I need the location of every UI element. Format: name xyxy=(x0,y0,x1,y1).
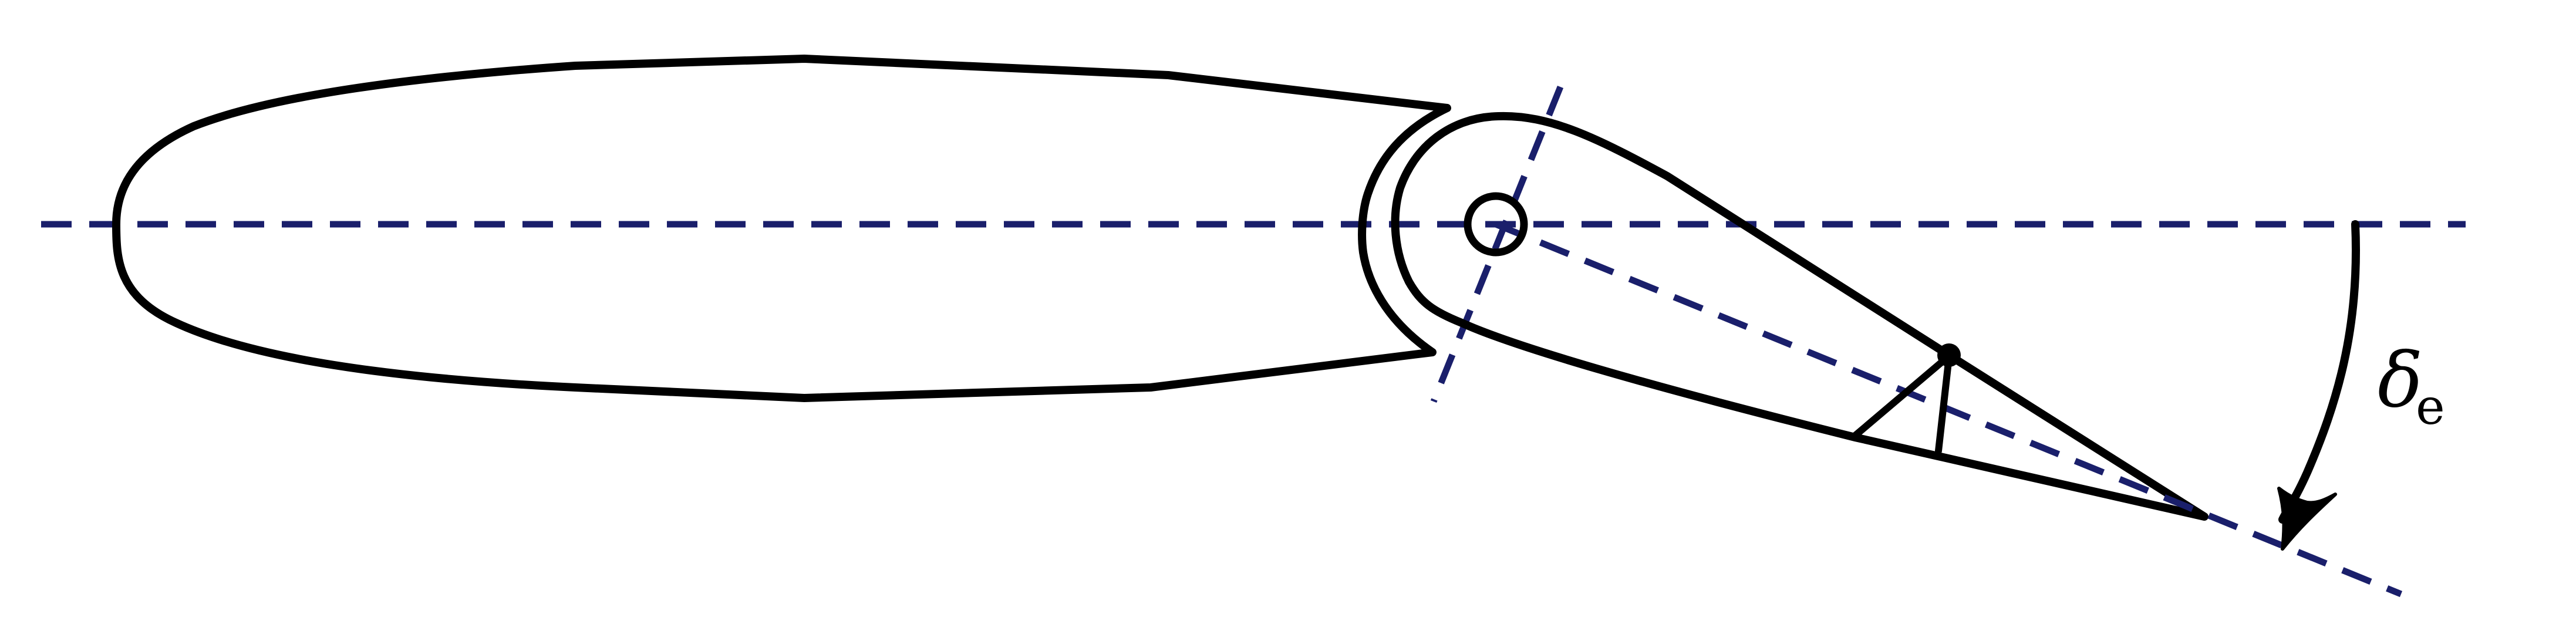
elevator-outline xyxy=(1391,112,2209,521)
deflection-symbol: δ xyxy=(2378,337,2423,424)
horn-pivot-dot xyxy=(1937,343,1961,367)
hinge-axis-line xyxy=(1430,85,1564,403)
elevator-chord-line xyxy=(1494,221,2403,598)
deflection-subscript: e xyxy=(2416,378,2445,436)
deflection-label: δ xyxy=(2378,337,2423,424)
horn-strut-vertical xyxy=(1935,353,1953,454)
horn-strut-lower xyxy=(1852,353,1951,439)
hinge-point xyxy=(1464,192,1528,257)
deflection-arrowhead-icon xyxy=(2277,487,2337,551)
deflection-angle-arc xyxy=(2278,220,2361,524)
stabilizer-outline xyxy=(112,55,1451,402)
